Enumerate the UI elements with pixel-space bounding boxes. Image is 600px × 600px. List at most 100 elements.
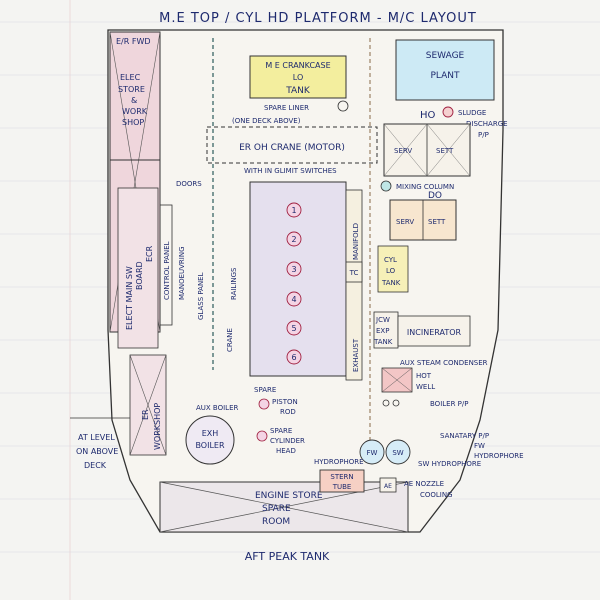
cylinder-number: 5	[291, 324, 296, 333]
hatch-line	[381, 367, 413, 393]
tc-box	[345, 261, 363, 283]
cylinder-number: 2	[291, 235, 296, 244]
boiler-pump-icon	[382, 399, 390, 407]
one-deck-above-label: (ONE DECK ABOVE)	[232, 117, 301, 125]
diagram-title: M.E TOP / CYL HD PLATFORM - M/C LAYOUT	[159, 11, 477, 26]
sewage-label: SEWAGE	[426, 51, 465, 61]
manoeuvring-label: MANOEUVRING	[178, 247, 186, 301]
sewage-label: PLANT	[430, 71, 460, 81]
at-level-label: ON ABOVE	[76, 447, 118, 456]
engine-store-label: ROOM	[262, 517, 290, 527]
sludge-label: DISCHARGE	[466, 120, 508, 128]
fw-hydrophore-label: HYDROPHORE	[474, 452, 524, 460]
railings-label: RAILINGS	[230, 267, 238, 300]
ho-serv-label: SERV	[394, 147, 412, 155]
er-oh-crane-label: ER OH CRANE (MOTOR)	[239, 143, 345, 153]
cylinder-6	[286, 349, 302, 365]
ecr-block	[117, 187, 159, 349]
tc-label: TC	[349, 269, 359, 277]
aux-boiler-label: AUX BOILER	[196, 404, 239, 412]
elec-store-label: ELEC	[120, 73, 141, 82]
cyl-lo-label: CYL	[384, 256, 397, 264]
sludge-pump-icon	[442, 106, 454, 118]
ae-nozzle-tank	[379, 477, 397, 493]
stern-tube	[319, 469, 365, 493]
boiler-pump-icon	[392, 399, 400, 407]
spare-piston-rod-label: PISTON	[272, 398, 298, 406]
er-workshop-label: ER	[141, 409, 150, 420]
spare-liner-icon	[337, 100, 349, 112]
jcw-label: TANK	[373, 338, 393, 346]
do-sett-label: SETT	[428, 218, 446, 226]
cyl-lo-label: TANK	[381, 279, 401, 287]
boiler-pp-label: BOILER P/P	[430, 400, 468, 408]
cylinder-number: 4	[291, 295, 296, 304]
elec-store-label: SHOP	[122, 118, 144, 127]
ho-label: HO	[420, 110, 436, 121]
elec-store-label: &	[131, 96, 137, 105]
cylinder-3	[286, 261, 302, 277]
spare-cyl-head-label: HEAD	[276, 447, 296, 455]
control-panel-box	[159, 204, 173, 326]
cylinder-5	[286, 320, 302, 336]
cyl-lo-label: LO	[386, 267, 396, 275]
spare-cyl-head-label: SPARE	[270, 427, 292, 435]
sw-hydrophore-label: SW HYDROPHORE	[418, 460, 481, 468]
at-level-label: AT LEVEL	[78, 433, 115, 442]
sewage-plant	[395, 39, 495, 101]
spare-piston-rod-icon	[258, 398, 270, 410]
fw-hydrophore-label: FW	[474, 442, 485, 450]
ae-nozzle-label: AE NOZZLE	[404, 480, 444, 488]
crankcase-label: TANK	[285, 86, 311, 96]
cylinder-units: 1 2 3 4 5 6	[286, 202, 302, 365]
elec-store-label: WORK	[122, 107, 148, 116]
do-label: DO	[428, 191, 442, 201]
jcw-label: EXP	[376, 327, 389, 335]
do-serv-label: SERV	[396, 218, 414, 226]
limit-switch-label: WITH IN GLIMIT SWITCHES	[244, 167, 337, 175]
sludge-label: SLUDGE	[458, 109, 486, 117]
er-fwd-label: E/R FWD	[116, 37, 151, 46]
crane-label: CRANE	[226, 328, 234, 352]
engine-store-label: SPARE	[262, 504, 291, 514]
cylinder-number: 3	[291, 265, 296, 274]
spare-liner-label: SPARE LINER	[264, 104, 309, 112]
elec-store-label: STORE	[118, 85, 145, 94]
crane-box	[206, 126, 378, 164]
ho-sett-label: SETT	[436, 147, 454, 155]
sw-hydrophore	[385, 439, 411, 465]
crankcase-label: LO	[293, 73, 303, 82]
glass-panel-label: GLASS PANEL	[197, 272, 205, 320]
cylinder-number: 1	[291, 206, 296, 215]
mixing-column-icon	[380, 180, 392, 192]
sanitary-pp-label: SANATARY P/P	[440, 432, 489, 440]
jcw-exp-tank	[373, 311, 399, 349]
jcw-label: JCW	[375, 316, 390, 324]
engine-store-label: ENGINE STORE	[255, 491, 323, 501]
hatch-line	[426, 123, 471, 177]
manifold-label: MANIFOLD	[352, 223, 360, 260]
at-level-label: DECK	[84, 461, 107, 470]
control-panel-label: CONTROL PANEL	[163, 241, 171, 300]
hydrophore-left-label: HYDROPHORE	[314, 458, 364, 466]
tank-cross-line	[159, 481, 409, 533]
spare-cyl-head-icon	[256, 430, 268, 442]
crankcase-label: M E CRANKCASE	[265, 61, 330, 70]
spare-cyl-head-label: CYLINDER	[270, 437, 305, 445]
sw-label: SW	[392, 449, 403, 457]
cyl-lo-tank	[377, 245, 409, 293]
exh-boiler-label: EXH	[202, 429, 219, 438]
incinerator-label: INCINERATOR	[407, 328, 462, 337]
hot-well-label: HOT	[416, 372, 432, 380]
exh-boiler-label: BOILER	[195, 441, 225, 450]
ecr-label: ELECT MAIN SW	[125, 266, 134, 330]
er-workshop-label: WORKSHOP	[153, 403, 162, 450]
sludge-label: P/P	[478, 131, 489, 139]
mixing-column-label: MIXING COLUMN	[396, 183, 454, 191]
aft-peak-tank-label: AFT PEAK TANK	[245, 550, 330, 563]
doors-label: DOORS	[176, 180, 202, 188]
cylinder-number: 6	[291, 353, 296, 362]
cylinder-2	[286, 231, 302, 247]
